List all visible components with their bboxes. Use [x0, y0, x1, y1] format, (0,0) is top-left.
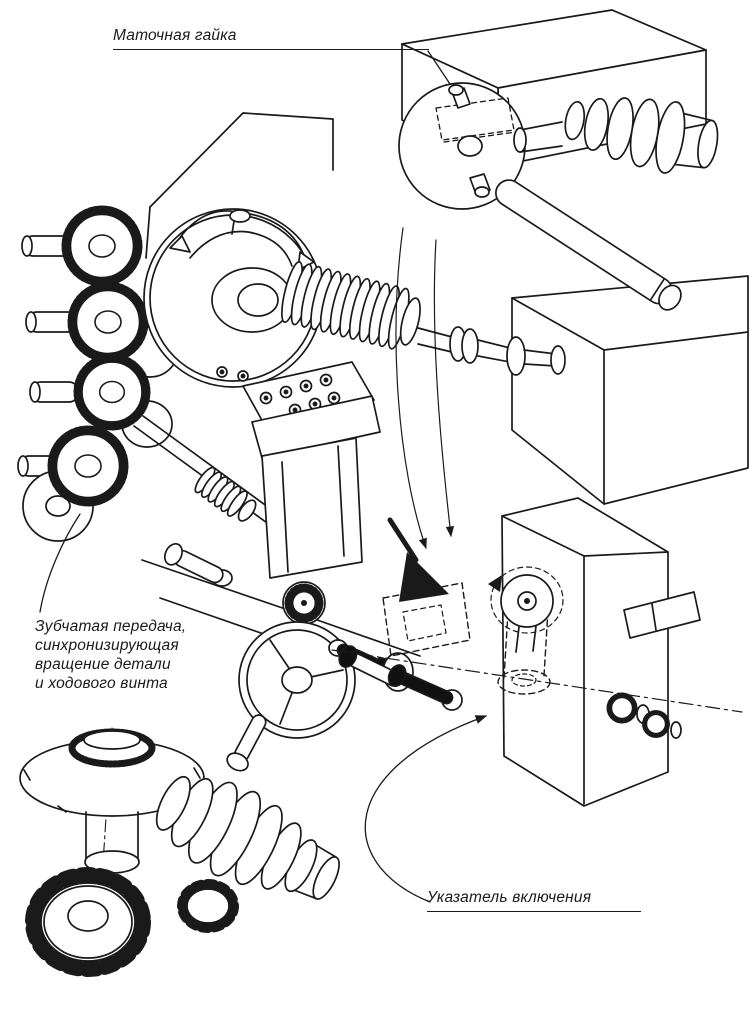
engage-arrow [399, 552, 449, 602]
label-left-line-1: Зубчатая передача, [35, 618, 187, 635]
leadscrew-spring [281, 261, 421, 350]
shaft-spring [194, 466, 257, 522]
gear-train [17, 210, 306, 545]
tailstock-body [501, 497, 701, 807]
label-left-line-4: и ходового винта [35, 675, 168, 692]
worm-bellows-top [564, 97, 719, 174]
engagement-indicator-dial [488, 566, 564, 653]
label-bottom-text: Указатель включения [427, 889, 592, 906]
graduated-dial [282, 581, 326, 625]
selector-levers [338, 645, 463, 711]
worm-bellows-bottom [155, 775, 340, 900]
label-left-line-3: вращение детали [35, 656, 171, 673]
indicator-pointer [488, 575, 502, 592]
leader-top-label [427, 50, 451, 85]
small-gear [177, 879, 239, 933]
machine-body-right [511, 275, 749, 505]
knurled-hub [68, 728, 156, 768]
label-left-gear-transmission: Зубчатая передача, синхронизирующая вращ… [35, 617, 186, 693]
label-left-line-2: синхронизирующая [35, 637, 179, 654]
faceplate-and-leadscrew [143, 208, 566, 388]
leader-lines [39, 50, 488, 903]
label-bottom-ukazatel-vklyucheniya: Указатель включения [427, 889, 641, 912]
bottom-gear-assembly [19, 727, 340, 977]
engagement-ghost [331, 227, 743, 713]
leader-left-label [39, 513, 81, 613]
split-nut-handle [495, 179, 682, 311]
leader-bottom-label [364, 715, 488, 903]
handwheel [226, 621, 356, 772]
label-top-text: Маточная гайка [113, 27, 237, 44]
worm-gear [25, 867, 151, 977]
apron-handwheel-group [163, 542, 389, 772]
side-knob [163, 542, 224, 584]
split-nut-assembly [398, 9, 719, 311]
label-top-matochnaya-gayka: Маточная гайка [113, 27, 429, 50]
toolpost-bolt-plate [242, 361, 381, 579]
split-nut-plate [398, 82, 563, 210]
